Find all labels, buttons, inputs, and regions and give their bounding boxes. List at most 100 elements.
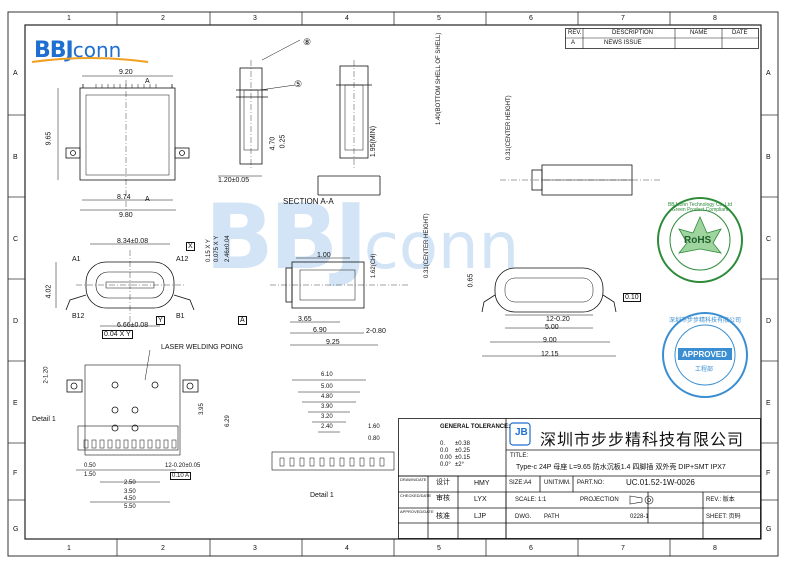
callout-8: ⑧: [303, 37, 312, 47]
tol-row-4-key: 0.0°: [440, 462, 451, 468]
drawn-name: HMY: [474, 480, 490, 487]
dim-195: 1.95(MIN): [370, 125, 378, 158]
name-header: NAME: [690, 30, 708, 36]
dim-162: 1.62(CH): [371, 253, 377, 278]
date-header: DATE: [732, 30, 748, 36]
detail-dim-160: 1.60: [368, 424, 380, 430]
drawn-cn: 设计: [436, 479, 450, 486]
rev-label: REV.: 版本: [706, 497, 735, 503]
detail-callout: Detail 1: [32, 416, 56, 423]
tol-row-3-key: 0.00: [440, 455, 452, 461]
approved-name: LJP: [474, 513, 487, 520]
grid-row-g-right: G: [766, 526, 772, 533]
dim-0075: 0.075 X Y: [214, 235, 220, 262]
grid-row-c: C: [13, 236, 19, 243]
company-name: 深圳市步步精科技有限公司: [540, 430, 745, 449]
callout-5: ⑤: [294, 79, 303, 89]
blue-approved-stamp: [662, 312, 748, 398]
grid-row-b: B: [13, 154, 18, 161]
dim-025: 0.25: [279, 134, 287, 149]
dim-365: 3.65: [298, 316, 312, 323]
tol-row-3-value: ±0.15: [455, 455, 470, 461]
dim-629: 6.29: [224, 415, 231, 427]
datum-a: A: [238, 316, 247, 325]
grid-row-e: E: [13, 400, 18, 407]
projection-label: PROJECTION: [580, 497, 619, 503]
grid-col-4-bottom: 4: [345, 545, 349, 552]
grid-row-f-right: F: [766, 470, 771, 477]
scale-label: SCALE: 1:1: [515, 497, 547, 503]
checked-name: LYX: [474, 496, 487, 503]
detail-label: Detail 1: [310, 492, 334, 499]
section-marker-bottom: A: [145, 196, 150, 203]
dim-500-right: 5.00: [545, 324, 559, 331]
path-label: PATH: [544, 514, 560, 520]
dim-834: 8.34±0.08: [117, 238, 149, 245]
grid-row-d: D: [13, 318, 19, 325]
grid-col-8: 8: [713, 15, 717, 22]
pin-b1: B1: [176, 313, 185, 320]
dim-666: 6.66±0.08: [117, 322, 149, 329]
dim-031: 0.31(CENTER HEIGHT): [424, 213, 430, 278]
title-block: [398, 418, 761, 539]
green-stamp-text: BBJconn Technology Co.,Ltd Green Product…: [667, 202, 733, 213]
detail-dim-480: 4.80: [321, 394, 333, 400]
tol-row-1-value: ±0.38: [455, 441, 470, 447]
grid-col-4: 4: [345, 15, 349, 22]
grid-row-g: G: [13, 526, 19, 533]
grid-row-c-right: C: [766, 236, 772, 243]
center-height-label: 0.31(CENTER HEIGHT): [506, 95, 512, 160]
detail-dim-320: 3.20: [321, 414, 333, 420]
blue-stamp-center: APPROVED: [682, 350, 727, 359]
section-label: SECTION A-A: [283, 197, 334, 206]
dim-900: 9.00: [543, 337, 557, 344]
checked-cn: 审核: [436, 495, 450, 502]
laser-welding-label: LASER WELDING POING: [161, 344, 244, 351]
dim-120: 1.20±0.05: [218, 177, 250, 184]
rev-value: A: [571, 40, 576, 46]
grid-col-8-bottom: 8: [713, 545, 717, 552]
blue-stamp-sub: 工程部: [695, 367, 714, 373]
sheet-label: SHEET: 页码: [706, 514, 741, 520]
tolerance-frame-front: 0.04 X Y: [102, 330, 133, 339]
dim-100: 1.00: [317, 252, 331, 259]
checked-label: CHECKED/DATE: [400, 493, 432, 498]
grid-col-7: 7: [621, 15, 625, 22]
dim-2-120: 2-1.20: [43, 366, 50, 384]
dim-1215: 12.15: [541, 351, 559, 358]
grid-row-e-right: E: [766, 400, 771, 407]
grid-col-6-bottom: 6: [529, 545, 533, 552]
tol-row-1-key: 0.: [440, 441, 446, 447]
green-rohs-stamp: [657, 197, 743, 283]
description-header: DESCRIPTION: [612, 30, 654, 36]
dim-350: 3.50: [124, 489, 136, 495]
grid-col-3: 3: [253, 15, 257, 22]
dim-395: 3.95: [198, 403, 205, 415]
tol-row-4-value: ±2°: [455, 462, 465, 468]
dim-450: 4.50: [124, 496, 136, 502]
projection-icon: [629, 495, 654, 505]
rev-header: REV.: [568, 30, 582, 36]
section-marker-top: A: [145, 78, 150, 85]
dim-470: 4.70: [269, 136, 277, 151]
grid-col-6: 6: [529, 15, 533, 22]
grid-col-1-bottom: 1: [67, 545, 71, 552]
green-stamp-center: RoHS: [684, 235, 712, 246]
pin-b12: B12: [72, 313, 85, 320]
part-no: UC.01.52-1W-0026: [626, 478, 695, 487]
detail-dim-610: 6.10: [321, 372, 333, 378]
tolerance-title: GENERAL TOLERANCE:: [440, 424, 511, 430]
grid-col-5: 5: [437, 15, 441, 22]
dim-height: 9.65: [45, 131, 53, 146]
grid-col-7-bottom: 7: [621, 545, 625, 552]
dwg-no: 0228-1: [630, 514, 649, 520]
datum-y: Y: [156, 316, 165, 325]
grid-col-1: 1: [67, 15, 71, 22]
tolerance-frame-pcb: 0.10 A: [170, 472, 192, 480]
drawn-label: DRAWN/DATE: [400, 477, 427, 482]
detail-dim-240: 2.40: [321, 424, 333, 430]
dim-065: 0.65: [467, 273, 475, 288]
description-value: NEWS ISSUE: [604, 40, 642, 46]
approved-cn: 核准: [436, 513, 450, 520]
